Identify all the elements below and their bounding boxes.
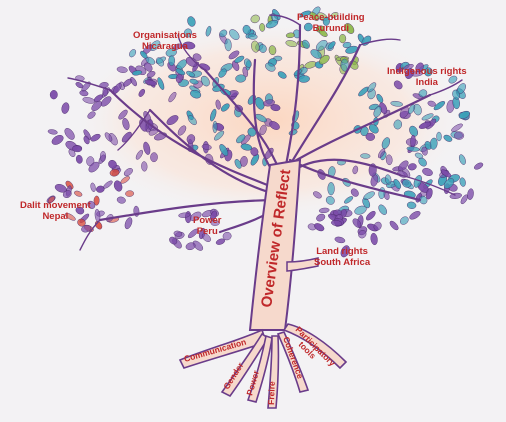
leaf: [334, 236, 345, 244]
leaf: [116, 196, 126, 204]
label-line-2: Peru: [193, 226, 222, 237]
leaf: [186, 15, 196, 27]
leaf: [388, 220, 399, 232]
leaf: [377, 203, 389, 216]
leaf: [213, 121, 218, 133]
label-power-peru: Power Peru: [193, 215, 222, 237]
leaf: [436, 132, 441, 141]
root-label-freire: Freire: [266, 381, 277, 405]
label-line-2: Burundi: [297, 23, 365, 34]
leaf: [76, 155, 84, 164]
leaf: [61, 102, 70, 114]
leaf: [90, 182, 96, 192]
leaf: [141, 161, 147, 171]
label-line-1: Dalit movement: [20, 200, 91, 211]
label-landrights-southafrica: Land rights South Africa: [314, 246, 370, 268]
label-organisations-nicaragua: Organisations Nicaragua: [133, 30, 197, 52]
leaf: [467, 188, 475, 200]
leaf: [458, 154, 467, 166]
leaf: [215, 238, 225, 246]
leaf: [50, 90, 58, 99]
leaf: [102, 179, 113, 189]
leaf: [100, 151, 106, 161]
label-line-2: South Africa: [314, 257, 370, 268]
leaf: [150, 152, 158, 162]
label-peacebuilding-burundi: Peace-building Burundi: [297, 12, 365, 34]
leaf: [169, 56, 175, 66]
leaf: [365, 210, 377, 222]
leaf: [313, 222, 325, 233]
leaf: [459, 177, 466, 187]
leaf: [125, 190, 134, 197]
leaf: [73, 190, 82, 198]
label-line-1: Land rights: [314, 246, 370, 257]
label-indigenous-india: Indigenous rights India: [387, 66, 467, 88]
leaf: [339, 34, 346, 43]
leaf: [410, 135, 416, 147]
leaf: [259, 23, 265, 32]
leaf: [48, 129, 58, 135]
label-line-1: Indigenous rights: [387, 66, 467, 77]
leaf: [386, 154, 393, 165]
label-line-2: India: [387, 77, 467, 88]
label-line-1: Peace-building: [297, 12, 365, 23]
leaf: [399, 215, 410, 226]
leaf: [473, 161, 484, 170]
leaf: [124, 217, 134, 230]
label-line-2: Nepal: [20, 211, 91, 222]
label-line-1: Organisations: [133, 30, 197, 41]
label-line-2: Nicaragua: [133, 41, 197, 52]
leaf: [50, 133, 65, 146]
leaf: [328, 182, 335, 195]
leaf: [407, 201, 417, 209]
tree-roots: [180, 324, 346, 408]
leaf: [454, 131, 464, 139]
leaf: [408, 210, 421, 221]
label-dalit-nepal: Dalit movement Nepal: [20, 200, 91, 222]
leaf: [370, 233, 378, 246]
label-line-1: Power: [193, 215, 222, 226]
leaf: [360, 153, 370, 158]
